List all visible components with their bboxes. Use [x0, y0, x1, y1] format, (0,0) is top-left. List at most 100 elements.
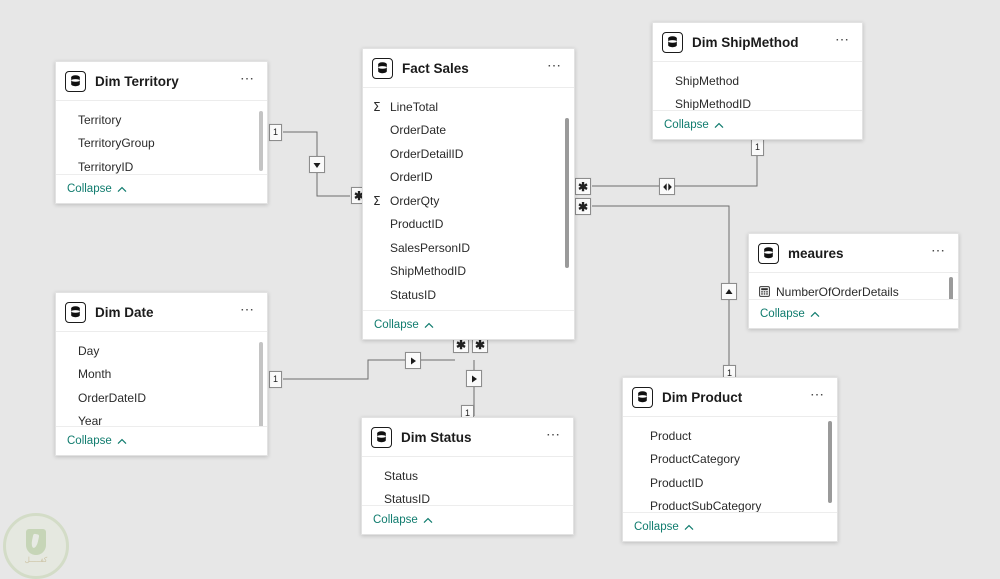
- table-menu-button[interactable]: ⋯: [546, 426, 561, 442]
- field-label: Day: [78, 343, 100, 358]
- field-label: SalesPersonID: [390, 240, 471, 255]
- field-row[interactable]: OrderDateID: [56, 386, 267, 410]
- table-header-fact-sales[interactable]: Fact Sales ⋯: [363, 49, 574, 88]
- field-row[interactable]: ProductCategory: [623, 448, 837, 472]
- field-row[interactable]: ShipMethodID: [363, 260, 574, 284]
- table-card-dim-shipmethod[interactable]: Dim ShipMethod ⋯ ShipMethod ShipMethodID…: [652, 22, 863, 140]
- table-title: Dim Status: [401, 429, 472, 445]
- field-row[interactable]: ProductSubCategory: [623, 495, 837, 512]
- cardinality-one-shipmethod[interactable]: 1: [751, 139, 764, 156]
- field-label: NumberOfOrderDetails: [776, 284, 899, 299]
- field-label: LineTotal: [390, 99, 439, 114]
- field-row[interactable]: OrderDate: [363, 119, 574, 143]
- cardinality-many-sales-product[interactable]: ✱: [575, 198, 591, 215]
- table-header-dim-date[interactable]: Dim Date ⋯: [56, 293, 267, 332]
- collapse-button[interactable]: Collapse: [373, 514, 433, 526]
- shield-watermark-icon: كفـــــل: [3, 513, 69, 579]
- table-icon: [372, 57, 393, 79]
- filter-direction-up-icon[interactable]: [721, 283, 737, 300]
- field-list-dim-status: Status StatusID: [362, 457, 573, 505]
- table-card-meaures[interactable]: meaures ⋯ NumberOfOrderDetails Collapse: [748, 233, 959, 329]
- table-footer: Collapse: [362, 505, 573, 534]
- field-list-scrollbar[interactable]: [565, 118, 569, 268]
- table-card-dim-date[interactable]: Dim Date ⋯ Day Month OrderDateID Year Co…: [55, 292, 268, 456]
- table-icon: [65, 301, 86, 323]
- field-list-dim-date: Day Month OrderDateID Year: [56, 332, 267, 426]
- field-row[interactable]: Status: [362, 464, 573, 488]
- table-card-dim-status[interactable]: Dim Status ⋯ Status StatusID Collapse: [361, 417, 574, 535]
- collapse-label: Collapse: [634, 521, 679, 533]
- filter-direction-down-icon[interactable]: [309, 156, 325, 173]
- cardinality-one-territory[interactable]: 1: [269, 124, 282, 141]
- table-menu-button[interactable]: ⋯: [240, 70, 255, 86]
- field-label: OrderDetailID: [390, 146, 464, 161]
- field-row[interactable]: Territory: [56, 108, 267, 132]
- table-header-dim-shipmethod[interactable]: Dim ShipMethod ⋯: [653, 23, 862, 62]
- table-menu-button[interactable]: ⋯: [931, 242, 946, 258]
- field-row[interactable]: TerritoryGroup: [56, 132, 267, 156]
- table-card-dim-territory[interactable]: Dim Territory ⋯ Territory TerritoryGroup…: [55, 61, 268, 204]
- table-header-dim-product[interactable]: Dim Product ⋯: [623, 378, 837, 417]
- field-row[interactable]: Product: [623, 424, 837, 448]
- field-row[interactable]: Year: [56, 410, 267, 426]
- chevron-up-icon: [714, 122, 724, 128]
- table-icon: [371, 426, 392, 448]
- table-menu-button[interactable]: ⋯: [547, 57, 562, 73]
- field-row[interactable]: StatusID: [362, 488, 573, 505]
- field-label: StatusID: [384, 492, 431, 505]
- collapse-button[interactable]: Collapse: [664, 119, 724, 131]
- field-list-scrollbar[interactable]: [259, 342, 263, 426]
- chevron-up-icon: [810, 311, 820, 317]
- field-list-scrollbar[interactable]: [828, 421, 832, 503]
- collapse-button[interactable]: Collapse: [67, 435, 127, 447]
- field-label: Year: [78, 414, 103, 426]
- field-label: OrderID: [390, 170, 433, 185]
- table-card-dim-product[interactable]: Dim Product ⋯ Product ProductCategory Pr…: [622, 377, 838, 542]
- table-header-dim-status[interactable]: Dim Status ⋯: [362, 418, 573, 457]
- table-header-meaures[interactable]: meaures ⋯: [749, 234, 958, 273]
- field-label: ShipMethod: [675, 73, 740, 88]
- filter-direction-both-icon[interactable]: [659, 178, 675, 195]
- table-footer: Collapse: [653, 110, 862, 139]
- collapse-button[interactable]: Collapse: [374, 319, 434, 331]
- table-menu-button[interactable]: ⋯: [240, 301, 255, 317]
- table-menu-button[interactable]: ⋯: [810, 386, 825, 402]
- measure-icon: [759, 286, 772, 298]
- field-row[interactable]: OrderDetailID: [363, 142, 574, 166]
- field-row[interactable]: StatusID: [363, 283, 574, 307]
- collapse-label: Collapse: [373, 514, 418, 526]
- table-header-dim-territory[interactable]: Dim Territory ⋯: [56, 62, 267, 101]
- field-row[interactable]: ShipMethod: [653, 69, 862, 93]
- watermark-text: كفـــــل: [24, 556, 48, 564]
- cardinality-one-date[interactable]: 1: [269, 371, 282, 388]
- field-list-scrollbar[interactable]: [259, 111, 263, 171]
- collapse-button[interactable]: Collapse: [634, 521, 694, 533]
- table-menu-button[interactable]: ⋯: [835, 31, 850, 47]
- field-row[interactable]: ProductID: [623, 471, 837, 495]
- table-title: Dim Date: [95, 304, 154, 320]
- filter-direction-right-date-icon[interactable]: [405, 352, 421, 369]
- field-row[interactable]: SalesPersonID: [363, 236, 574, 260]
- field-row[interactable]: ProductID: [363, 213, 574, 237]
- field-row[interactable]: OrderID: [363, 166, 574, 190]
- field-row[interactable]: NumberOfOrderDetails: [749, 280, 958, 299]
- table-title: Dim ShipMethod: [692, 34, 799, 50]
- field-row[interactable]: ShipMethodID: [653, 93, 862, 110]
- sigma-icon: Σ: [373, 193, 381, 208]
- field-list-scrollbar[interactable]: [949, 277, 953, 299]
- field-row[interactable]: TerritoryID: [56, 155, 267, 174]
- table-title: Dim Territory: [95, 73, 179, 89]
- field-row[interactable]: ΣTaxAmt: [363, 307, 574, 311]
- filter-direction-right-status-icon[interactable]: [466, 370, 482, 387]
- field-label: Month: [78, 367, 112, 382]
- field-row[interactable]: Month: [56, 363, 267, 387]
- field-row[interactable]: Day: [56, 339, 267, 363]
- table-title: meaures: [788, 245, 844, 261]
- collapse-button[interactable]: Collapse: [67, 183, 127, 195]
- cardinality-many-sales-shipmethod[interactable]: ✱: [575, 178, 591, 195]
- collapse-button[interactable]: Collapse: [760, 308, 820, 320]
